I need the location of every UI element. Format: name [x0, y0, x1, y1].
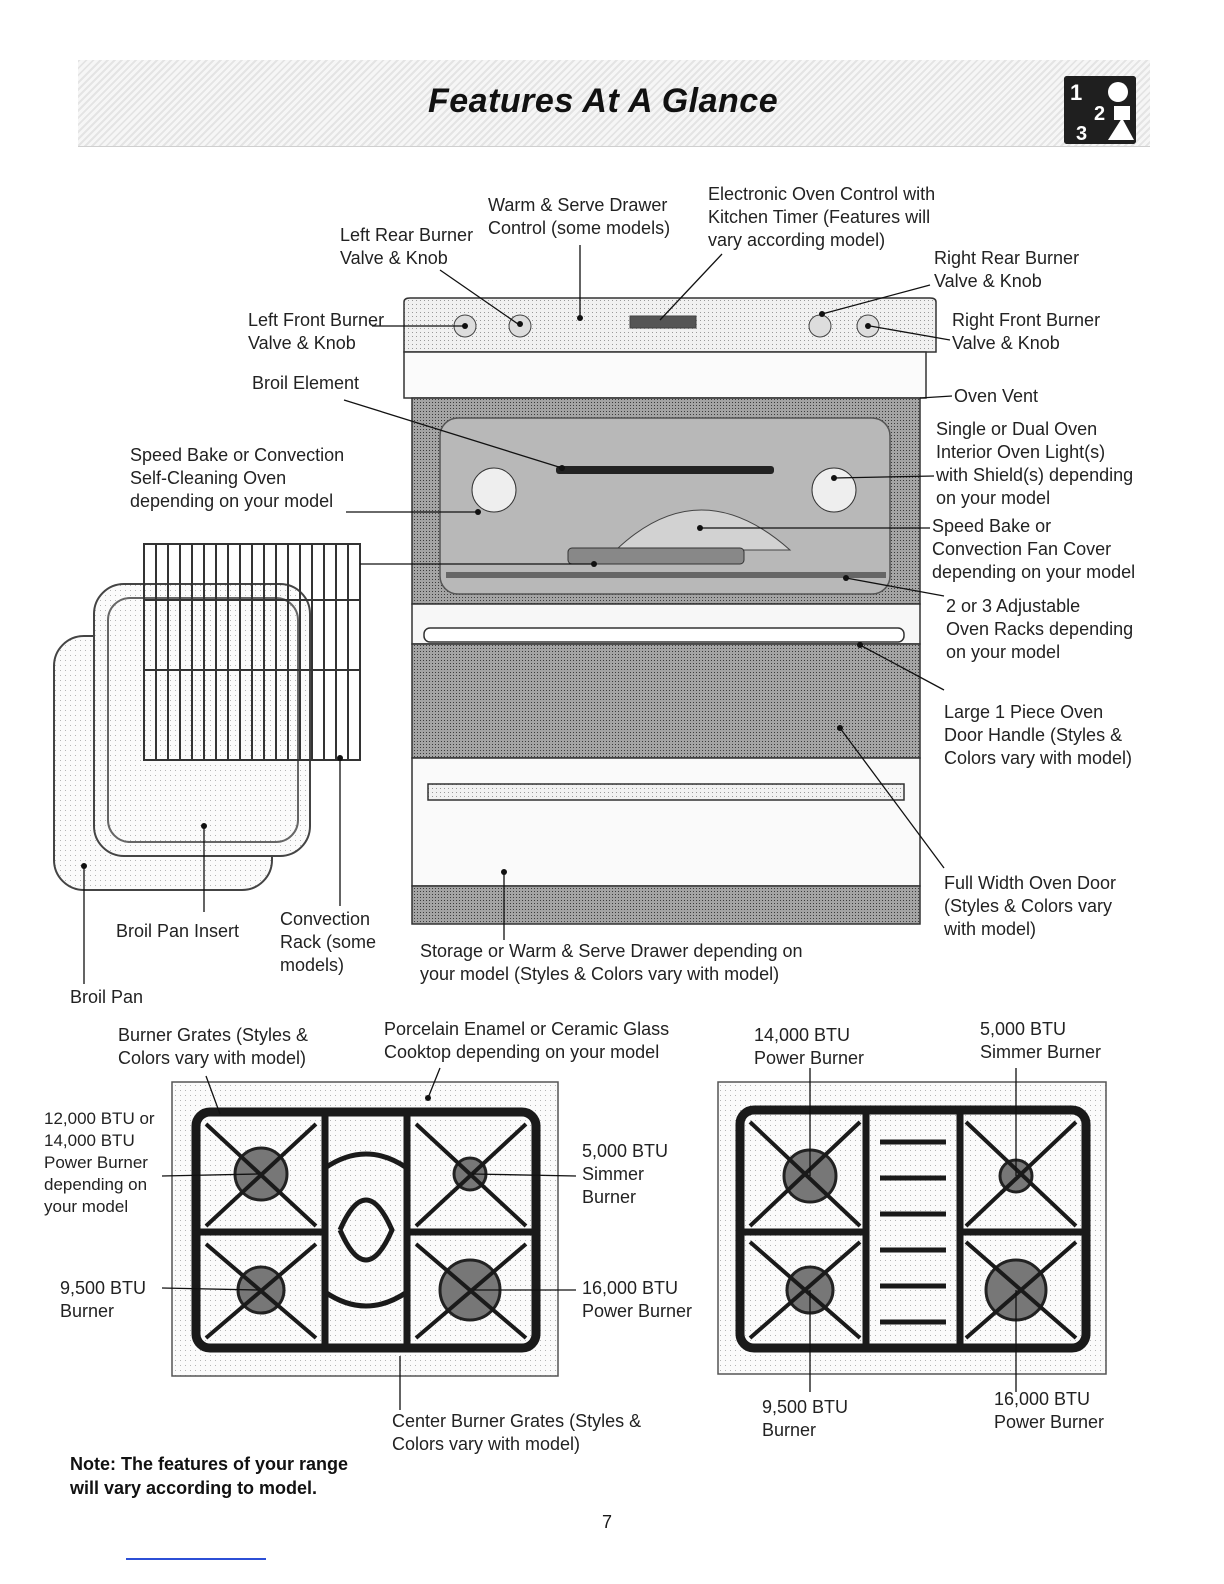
label-center-grates: Center Burner Grates (Styles & Colors va… [392, 1411, 642, 1454]
label-convection-rack: Convection Rack (some models) [280, 909, 377, 975]
label-broil-pan-insert: Broil Pan Insert [116, 921, 240, 941]
page-number: 7 [602, 1512, 613, 1532]
convection-rack [143, 543, 361, 761]
label-oven-vent: Oven Vent [954, 386, 1039, 406]
label-oven-racks: 2 or 3 Adjustable Oven Racks depending o… [946, 596, 1134, 662]
label-broil-pan: Broil Pan [70, 987, 144, 1007]
label-electronic-oven-control: Electronic Oven Control with Kitchen Tim… [708, 184, 936, 250]
cooktop-left-drawing [171, 1081, 559, 1377]
label-9500-burner-left: 9,500 BTU Burner [60, 1278, 147, 1321]
leader-lines-range [83, 245, 953, 984]
svg-text:2: 2 [1094, 103, 1105, 125]
label-left-front-burner: Left Front Burner Valve & Knob [248, 310, 385, 353]
label-cooktop-surface: Porcelain Enamel or Ceramic Glass Cookto… [384, 1019, 670, 1062]
label-oven-door: Full Width Oven Door (Styles & Colors va… [944, 873, 1117, 939]
footer-rule [126, 1558, 266, 1560]
page-title: Features At A Glance [428, 82, 779, 120]
label-5000-burner-right: 5,000 BTU Simmer Burner [980, 1019, 1102, 1062]
label-power-burner-left: 12,000 BTU or 14,000 BTU Power Burner de… [44, 1109, 155, 1216]
page-header: Features At A Glance [78, 60, 1150, 147]
label-simmer-burner-left: 5,000 BTU Simmer Burner [582, 1141, 669, 1207]
label-door-handle: Large 1 Piece Oven Door Handle (Styles &… [944, 702, 1133, 768]
oven-interior-parts [446, 466, 886, 578]
label-fan-cover: Speed Bake or Convection Fan Cover depen… [932, 516, 1136, 582]
svg-text:1: 1 [1070, 80, 1082, 105]
features-note: Note: The features of your range will va… [70, 1454, 349, 1498]
label-oven-light: Single or Dual Oven Interior Oven Light(… [936, 419, 1134, 508]
range-body [403, 297, 937, 925]
label-right-front-burner: Right Front Burner Valve & Knob [952, 310, 1101, 353]
broil-pan-group [53, 583, 311, 891]
leader-dots [81, 311, 871, 875]
label-9500-burner-right: 9,500 BTU Burner [762, 1397, 849, 1440]
label-speed-bake-oven: Speed Bake or Convection Self-Cleaning O… [130, 445, 345, 511]
label-storage-drawer: Storage or Warm & Serve Drawer depending… [420, 941, 803, 984]
label-left-rear-burner: Left Rear Burner Valve & Knob [340, 225, 474, 268]
leader-lines-cooktop-right [809, 1068, 1017, 1392]
label-16000-burner-right: 16,000 BTU Power Burner [994, 1389, 1105, 1432]
label-right-rear-burner: Right Rear Burner Valve & Knob [934, 248, 1080, 291]
label-broil-element: Broil Element [252, 373, 360, 393]
cooktop-right-drawing [717, 1081, 1107, 1375]
step-1-2-3-icon: 1 2 3 [1064, 76, 1136, 144]
label-14000-burner-right: 14,000 BTU Power Burner [754, 1025, 865, 1068]
leader-lines-cooktop-left [161, 1067, 577, 1410]
label-16000-burner-left: 16,000 BTU Power Burner [582, 1278, 693, 1321]
svg-text:3: 3 [1076, 123, 1087, 144]
label-burner-grates: Burner Grates (Styles & Colors vary with… [118, 1025, 309, 1068]
label-warm-serve-drawer-control: Warm & Serve Drawer Control (some models… [488, 195, 671, 238]
